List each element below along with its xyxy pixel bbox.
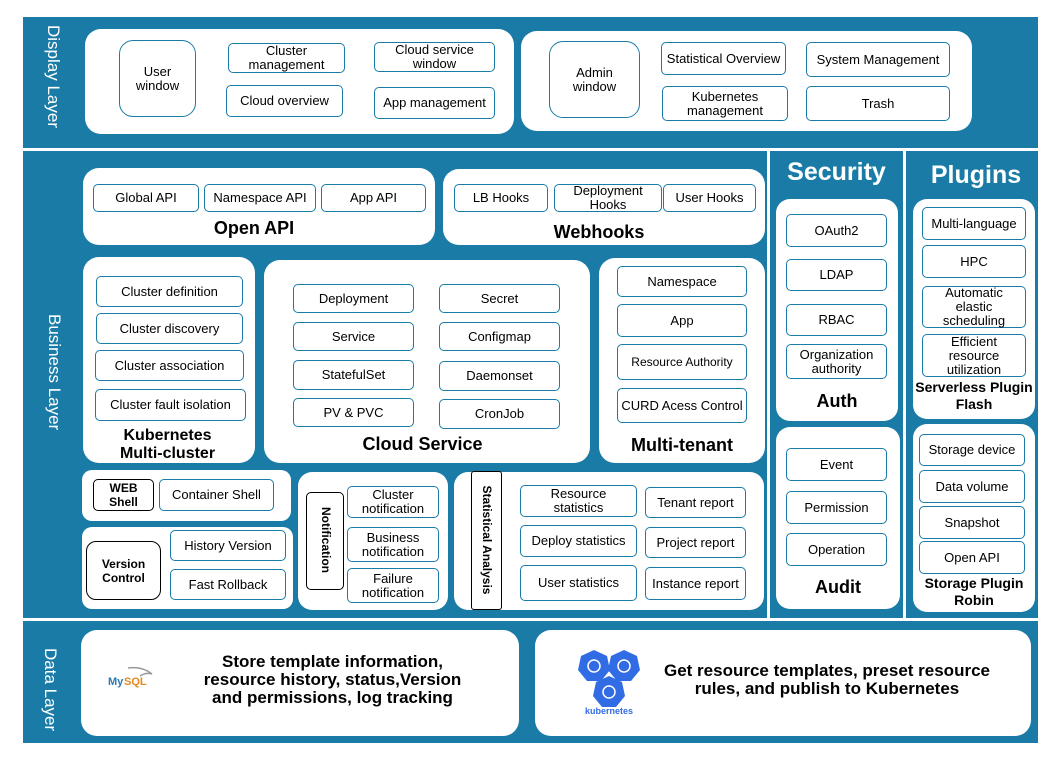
operation-box: Operation — [786, 533, 887, 566]
cluster-notification-box: Cluster notification — [347, 486, 439, 518]
efficient-resource-utilization-box: Efficient resource utilization — [922, 334, 1026, 377]
instance-report-box: Instance report — [645, 567, 746, 600]
namespace-box: Namespace — [617, 266, 747, 297]
audit-title: Audit — [815, 577, 861, 597]
plugins-title: Plugins — [930, 161, 1022, 189]
deployment-box: Deployment — [293, 284, 414, 313]
display-layer-label: Display Layer — [44, 25, 63, 128]
business-notification-box: Business notification — [347, 527, 439, 562]
resource-authority-box: Resource Authority — [617, 344, 747, 380]
cloud-service-window-box: Cloud service window — [374, 42, 495, 72]
svg-text:SQL: SQL — [124, 676, 147, 688]
kubernetes-logo-label: kubernetes — [584, 706, 634, 716]
cronjob-box: CronJob — [439, 399, 560, 429]
deployment-hooks-box: Deployment Hooks — [554, 184, 662, 212]
system-management-box: System Management — [806, 42, 950, 77]
tenant-report-box: Tenant report — [645, 487, 746, 518]
cluster-association-box: Cluster association — [95, 350, 244, 381]
statistics-label-box — [471, 471, 502, 610]
statefulset-box: StatefulSet — [293, 360, 414, 390]
cloud-service-title: Cloud Service — [362, 434, 483, 454]
user-hooks-box: User Hooks — [663, 184, 756, 212]
notification-label: Notification — [319, 507, 333, 573]
hpc-box: HPC — [922, 245, 1026, 278]
project-report-box: Project report — [645, 527, 746, 558]
statistical-overview-box: Statistical Overview — [661, 42, 786, 75]
open-api-plugin-box: Open API — [919, 541, 1025, 574]
flash-title: Serverless Plugin Flash — [915, 379, 1033, 412]
deploy-statistics-box: Deploy statistics — [520, 525, 637, 557]
web-shell-box: WEB Shell — [93, 479, 154, 511]
cluster-management-box: Cluster management — [228, 43, 345, 73]
lb-hooks-box: LB Hooks — [454, 184, 548, 212]
kubernetes-management-box: Kubernetes management — [662, 86, 788, 121]
history-version-box: History Version — [170, 530, 286, 561]
app-box: App — [617, 304, 747, 337]
pv-pvc-box: PV & PVC — [293, 398, 414, 427]
admin-window-box: Admin window — [549, 41, 640, 118]
permission-box: Permission — [786, 491, 887, 524]
app-api-box: App API — [321, 184, 426, 212]
daemonset-box: Daemonset — [439, 361, 560, 391]
configmap-box: Configmap — [439, 322, 560, 351]
business-layer-label: Business Layer — [45, 314, 64, 431]
oauth2-box: OAuth2 — [786, 214, 887, 247]
service-box: Service — [293, 322, 414, 351]
auth-title: Auth — [816, 391, 858, 411]
security-title: Security — [787, 158, 886, 186]
version-control-box: Version Control — [86, 541, 161, 600]
mysql-logo: My SQL — [108, 664, 158, 694]
kubernetes-description: Get resource templates, preset resource … — [664, 661, 990, 698]
cluster-fault-isolation-box: Cluster fault isolation — [95, 389, 246, 421]
trash-box: Trash — [806, 86, 950, 121]
robin-title: Storage Plugin Robin — [924, 575, 1024, 608]
user-window-box: User window — [119, 40, 196, 117]
resource-statistics-box: Resource statistics — [520, 485, 637, 517]
automatic-elastic-scheduling-box: Automatic elastic scheduling — [922, 286, 1026, 328]
data-layer-label: Data Layer — [41, 648, 60, 732]
multicluster-title: Kubernetes Multi-cluster — [119, 427, 216, 462]
webhooks-title: Webhooks — [553, 222, 645, 242]
multi-language-box: Multi-language — [922, 207, 1026, 240]
cluster-discovery-box: Cluster discovery — [96, 313, 243, 344]
global-api-box: Global API — [93, 184, 199, 212]
open-api-title: Open API — [213, 218, 295, 238]
data-volume-box: Data volume — [919, 470, 1025, 503]
failure-notification-box: Failure notification — [347, 568, 439, 603]
curd-access-control-box: CURD Acess Control — [617, 388, 747, 423]
multitenant-title: Multi-tenant — [631, 435, 733, 455]
namespace-api-box: Namespace API — [204, 184, 316, 212]
statistics-label: Statistical Analysis — [480, 485, 494, 595]
storage-device-box: Storage device — [919, 434, 1025, 466]
fast-rollback-box: Fast Rollback — [170, 569, 286, 600]
user-statistics-box: User statistics — [520, 565, 637, 601]
secret-box: Secret — [439, 284, 560, 313]
svg-text:My: My — [108, 676, 124, 688]
app-management-box: App management — [374, 87, 495, 119]
kubernetes-logo — [578, 648, 644, 718]
container-shell-box: Container Shell — [159, 479, 274, 511]
mysql-description: Store template information, resource his… — [203, 652, 462, 707]
cloud-overview-box: Cloud overview — [226, 85, 343, 117]
rbac-box: RBAC — [786, 304, 887, 336]
organization-authority-box: Organization authority — [786, 344, 887, 379]
event-box: Event — [786, 448, 887, 481]
ldap-box: LDAP — [786, 259, 887, 291]
cluster-definition-box: Cluster definition — [96, 276, 243, 307]
snapshot-box: Snapshot — [919, 506, 1025, 539]
mysql-panel — [81, 630, 519, 736]
notification-label-box — [306, 492, 344, 590]
